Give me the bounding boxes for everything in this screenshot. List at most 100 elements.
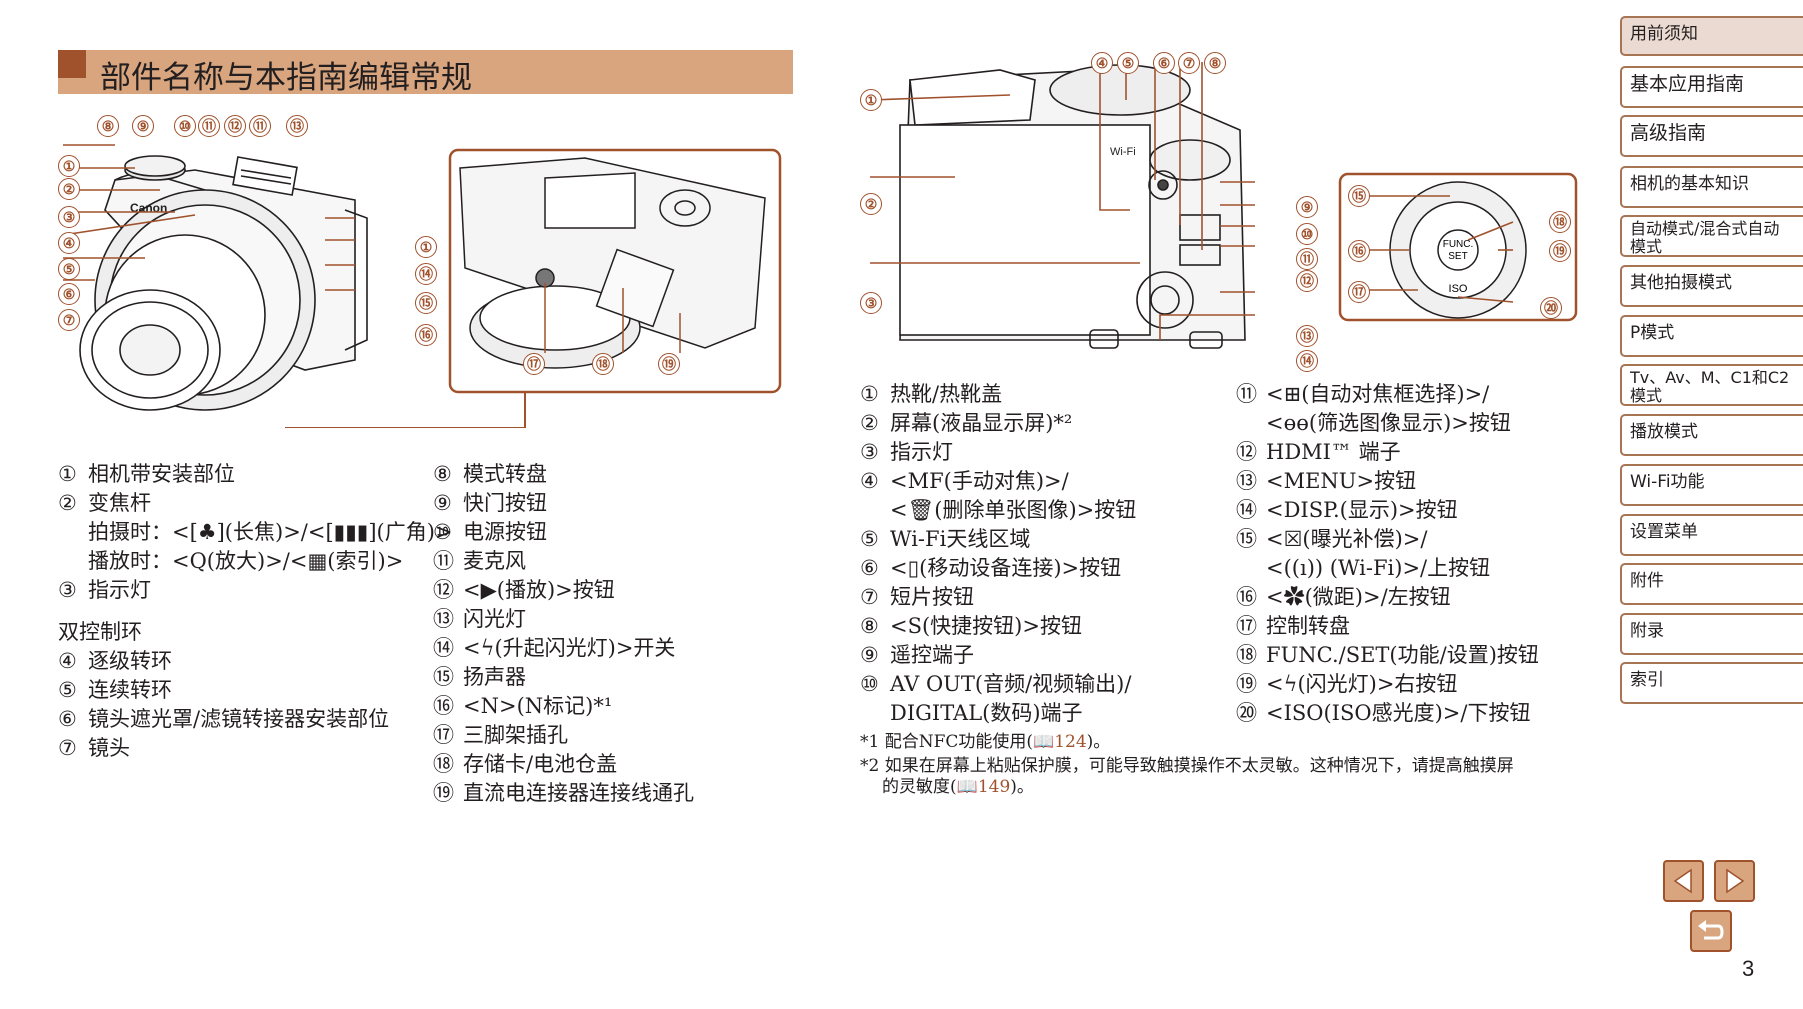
sidebar-item-wifi[interactable]: Wi-Fi功能: [1620, 464, 1803, 506]
list-item: ⑫<▶(播放)>按钮: [433, 578, 615, 602]
callout-18: ⑱: [592, 353, 614, 375]
callout-15: ⑮: [415, 292, 437, 314]
sidebar-item-p-mode[interactable]: P模式: [1620, 315, 1803, 357]
footnote-2: *2 如果在屏幕上粘贴保护膜，可能导致触摸操作不太灵敏。这种情况下，请提高触摸屏…: [860, 756, 1514, 797]
sidebar-item-advanced-guide[interactable]: 高级指南: [1620, 115, 1803, 157]
arrow-right-icon: [1726, 868, 1745, 894]
sidebar-item-auto-mode[interactable]: 自动模式/混合式自动模式: [1620, 215, 1803, 257]
sidebar-item-appendix[interactable]: 附录: [1620, 613, 1803, 655]
title-bar: [58, 50, 793, 94]
callout-b6: ⑥: [1153, 52, 1175, 74]
callout-b8: ⑧: [1204, 52, 1226, 74]
list-item: <ɵɵ(筛选图像显示)>按钮: [1266, 411, 1511, 435]
camera-back-illustration: Wi-Fi: [869, 62, 1255, 349]
footnote-1: *1 配合NFC功能使用(📖124)。: [860, 732, 1111, 752]
wifi-area-label: Wi-Fi: [1110, 146, 1136, 158]
callout-b9: ⑨: [1296, 196, 1318, 218]
sidebar-item-before-use[interactable]: 用前须知: [1620, 16, 1803, 56]
list-item: ⑳<ISO(ISO感光度)>/下按钮: [1236, 701, 1531, 725]
list-item: 播放时：<Q(放大)>/<▦(索引)>: [88, 549, 404, 573]
callout-13: ⑬: [286, 115, 308, 137]
sidebar-item-other-modes[interactable]: 其他拍摄模式: [1620, 265, 1803, 307]
callout-b2: ②: [860, 193, 882, 215]
list-item: ⑭<ϟ(升起闪光灯)>开关: [433, 636, 676, 660]
list-item: DIGITAL(数码)端子: [890, 701, 1083, 725]
return-button[interactable]: [1690, 910, 1732, 952]
callout-17: ⑰: [523, 353, 545, 375]
page-number: 3: [1742, 956, 1755, 981]
prev-page-button[interactable]: [1663, 860, 1704, 902]
callout-b12: ⑫: [1296, 270, 1318, 292]
brand-logo: Canon: [130, 201, 167, 215]
list-item: ⑯<N>(N标记)*¹: [433, 694, 613, 718]
callout-b20: ⑳: [1540, 297, 1562, 319]
callout-16: ⑯: [415, 324, 437, 346]
sidebar-item-tv-av-m-modes[interactable]: Tv、Av、M、C1和C2模式: [1620, 364, 1803, 406]
callout-7: ⑦: [58, 309, 80, 331]
callout-b18: ⑱: [1549, 211, 1571, 233]
list-item: <🗑(删除单张图像)>按钮: [890, 498, 1137, 522]
callout-b19: ⑲: [1549, 240, 1571, 262]
arrow-left-icon: [1673, 868, 1692, 894]
list-item: ⑮<☒(曝光补偿)>/: [1236, 527, 1428, 551]
control-dial-inset: FUNC. SET ISO: [1338, 172, 1578, 322]
callout-b17: ⑰: [1348, 281, 1370, 303]
list-subheading: 双控制环: [58, 620, 142, 644]
callout-1-right: ①: [415, 236, 437, 258]
sidebar-item-playback-mode[interactable]: 播放模式: [1620, 414, 1803, 456]
callout-3: ③: [58, 206, 80, 228]
list-item: ⑪<⊞(自动对焦框选择)>/: [1236, 382, 1490, 406]
sidebar-item-accessories[interactable]: 附件: [1620, 563, 1803, 605]
callout-6: ⑥: [58, 283, 80, 305]
sidebar-item-basic-guide[interactable]: 基本应用指南: [1620, 66, 1803, 108]
list-item: 拍摄时：<[♣](长焦)>/<[▮▮▮](广角)>: [88, 520, 453, 544]
list-item: ⑬<MENU>按钮: [1236, 469, 1417, 493]
sidebar-item-settings-menu[interactable]: 设置菜单: [1620, 514, 1803, 556]
callout-11b: ⑪: [249, 115, 271, 137]
iso-label: ISO: [1449, 283, 1468, 295]
callout-b15: ⑮: [1348, 185, 1370, 207]
next-page-button[interactable]: [1714, 860, 1755, 902]
callout-5: ⑤: [58, 258, 80, 280]
page-ref-link[interactable]: 📖124: [1033, 732, 1087, 752]
sidebar-item-camera-basics[interactable]: 相机的基本知识: [1620, 166, 1803, 208]
set-label: SET: [1448, 251, 1467, 262]
callout-4: ④: [58, 232, 80, 254]
list-item: <((ı)) (Wi-Fi)>/上按钮: [1266, 556, 1491, 580]
list-item: ④<MF(手动对焦)>/: [860, 469, 1069, 493]
callout-8: ⑧: [97, 115, 119, 137]
callout-b7: ⑦: [1178, 52, 1200, 74]
sidebar-item-index[interactable]: 索引: [1620, 662, 1803, 704]
callout-b3: ③: [860, 292, 882, 314]
camera-front-illustration: Canon: [62, 144, 368, 411]
callout-2: ②: [58, 178, 80, 200]
callout-b4: ④: [1091, 52, 1113, 74]
callout-19: ⑲: [658, 353, 680, 375]
func-label: FUNC.: [1443, 239, 1474, 250]
list-item: ⑭<DISP.(显示)>按钮: [1236, 498, 1458, 522]
page-ref-link[interactable]: 📖149: [956, 777, 1011, 797]
callout-11: ⑪: [198, 115, 220, 137]
callout-9: ⑨: [132, 115, 154, 137]
callout-14: ⑭: [415, 263, 437, 285]
callout-1: ①: [58, 155, 80, 177]
callout-b10: ⑩: [1296, 223, 1318, 245]
